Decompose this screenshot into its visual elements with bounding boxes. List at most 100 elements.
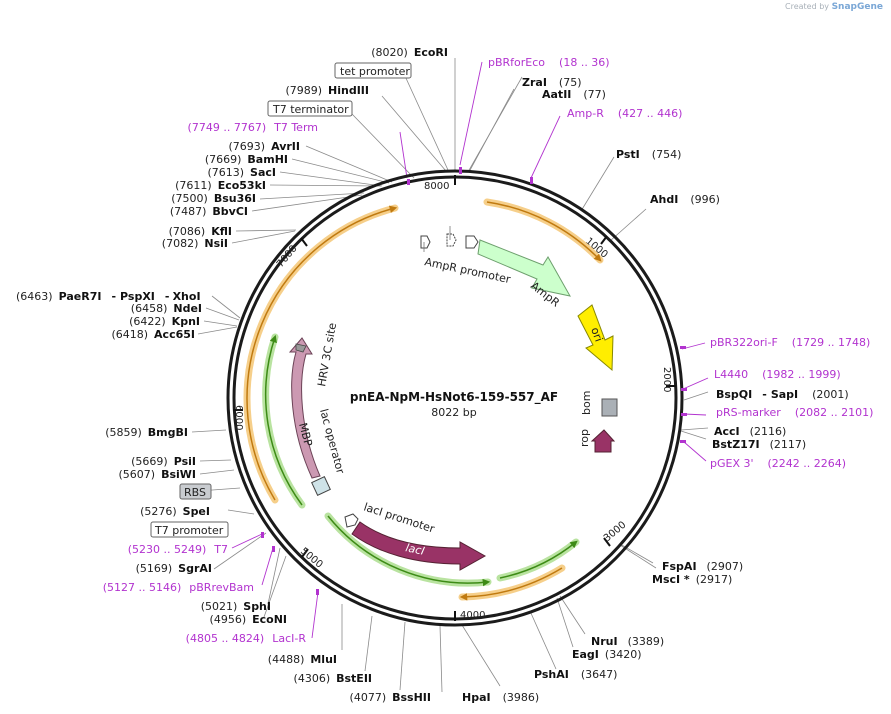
site-name-sgrai: SgrAI <box>178 562 212 575</box>
site-pos: (4077) <box>350 691 387 704</box>
site-pos: (7500) <box>171 192 208 205</box>
primer-labels: pBRforEco(18 .. 36) Amp-R(427 .. 446) pB… <box>103 56 874 645</box>
site-name-ecori: EcoRI <box>414 46 448 59</box>
svg-text:(7669)BamHI: (7669)BamHI <box>205 153 288 166</box>
tick-label-4000: 4000 <box>460 610 485 621</box>
site-name-avrii: AvrII <box>271 140 300 153</box>
primer-name-pbrforeco: pBRforEco <box>488 56 545 69</box>
primer-name-t7-term: T7 Term <box>273 121 318 134</box>
svg-text:(5859)BmgBI: (5859)BmgBI <box>105 426 188 439</box>
site-name-aatii: AatII <box>542 88 571 101</box>
svg-text:(4956)EcoNI: (4956)EcoNI <box>210 613 287 626</box>
mbp-shape <box>288 337 321 479</box>
svg-text:(6422)KpnI: (6422)KpnI <box>129 315 200 328</box>
svg-text:(4805 .. 4824)LacI-R: (4805 .. 4824) LacI-R <box>186 632 307 645</box>
tick-label-8000: 8000 <box>424 181 449 192</box>
primer-name-pbr322ori-f: pBR322ori-F <box>710 336 778 349</box>
primer-name-l4440: L4440 <box>714 368 748 381</box>
svg-text:(6418)Acc65I: (6418)Acc65I <box>111 328 195 341</box>
rop-label: rop <box>578 429 591 447</box>
lac-operator-label: lac operator <box>317 407 347 475</box>
site-name-sphi: SphI <box>243 600 271 613</box>
site-pos: (2907) <box>707 560 744 573</box>
site-pos: (2117) <box>770 438 807 451</box>
site-pos: (7611) <box>175 179 212 192</box>
primer-range: (2082 .. 2101) <box>795 406 874 419</box>
svg-text:(4488)MluI: (4488)MluI <box>268 653 337 666</box>
tet-promoter-label: tet promoter <box>340 65 410 78</box>
site-pos: (4306) <box>294 672 331 685</box>
svg-text:(7611)Eco53kI: (7611)Eco53kI <box>175 179 266 192</box>
site-name-eagi: EagI <box>572 648 599 661</box>
site-name-acci: AccI <box>714 425 740 438</box>
primer-range: (7749 .. 7767) <box>188 121 267 134</box>
site-name-psii: PsiI <box>174 455 196 468</box>
mbp-label: MBP <box>296 421 315 448</box>
primer-leaders <box>231 61 709 639</box>
site-pos: (2116) <box>750 425 787 438</box>
svg-text:L4440(1982 .. 1999): L4440 (1982 .. 1999) <box>714 368 841 381</box>
site-pos: (4956) <box>210 613 247 626</box>
site-pos: (6463) <box>16 290 53 303</box>
svg-text:AhdI(996): AhdI(996) <box>650 193 720 206</box>
site-pos: (5169) <box>136 562 173 575</box>
snapgene-credit: Created by SnapGene <box>785 2 883 12</box>
primer-range: (4805 .. 4824) <box>186 632 265 645</box>
svg-text:FspAI(2907): FspAI (2907) <box>662 560 743 573</box>
site-name-mlui: MluI <box>310 653 337 666</box>
plasmid-size: 8022 bp <box>431 406 476 419</box>
svg-text:(7693)AvrII: (7693)AvrII <box>229 140 300 153</box>
plasmid-name: pnEA-NpM-HsNot6-159-557_AF <box>350 390 558 405</box>
svg-text:AccI(2116): AccI (2116) <box>714 425 786 438</box>
leader-lines <box>184 58 709 693</box>
primer-name-laci-r: LacI-R <box>272 632 306 645</box>
site-name-bstz17i: BstZ17I <box>712 438 760 451</box>
svg-text:pBR322ori-F(1729 .. 1748): pBR322ori-F(1729 .. 1748) <box>710 336 870 349</box>
site-name-bmgbi: BmgBI <box>148 426 188 439</box>
svg-text:PshAI(3647): PshAI(3647) <box>534 668 617 681</box>
site-name-bsshii: BssHII <box>392 691 431 704</box>
hrv-label: HRV 3C site <box>315 322 339 388</box>
svg-text:(5021)SphI: (5021)SphI <box>201 600 271 613</box>
ampr-gene-shape <box>477 239 571 297</box>
svg-text:(7500)Bsu36I: (7500)Bsu36I <box>171 192 256 205</box>
site-name-nsii: NsiI <box>204 237 228 250</box>
site-name-bsiwi: BsiWI <box>161 468 196 481</box>
primer-range: (1982 .. 1999) <box>762 368 841 381</box>
primer-name-pbrrevbam: pBRrevBam <box>189 581 254 594</box>
tick-label-6000: 6000 <box>233 405 244 430</box>
site-name-hindiii: HindIII <box>328 84 369 97</box>
svg-text:(5127 .. 5146)pBRrevBam: (5127 .. 5146) pBRrevBam <box>103 581 254 594</box>
svg-text:(5169)SgrAI: (5169) SgrAI <box>136 562 212 575</box>
site-pos: (7989) <box>285 84 322 97</box>
rbs-box <box>179 483 212 500</box>
svg-text:pGEX 3'(2242 .. 2264): pGEX 3'(2242 .. 2264) <box>710 457 846 470</box>
site-pos: (5669) <box>131 455 168 468</box>
primer-name-ampr: Amp-R <box>567 107 604 120</box>
site-pos: (754) <box>652 148 682 161</box>
site-name-fspai: FspAI <box>662 560 697 573</box>
primer-range: (2242 .. 2264) <box>768 457 847 470</box>
primer-range: (5127 .. 5146) <box>103 581 182 594</box>
svg-text:HpaI(3986): HpaI(3986) <box>462 691 539 704</box>
svg-text:(5607)BsiWI: (5607) BsiWI <box>118 468 196 481</box>
svg-text:ZraI(75): ZraI(75) <box>522 76 582 89</box>
green-arcs <box>262 333 580 587</box>
site-name-ndei: NdeI <box>173 302 202 315</box>
site-pos: (8020) <box>371 46 408 59</box>
site-name-psti: PstI <box>616 148 640 161</box>
rop-shape <box>590 429 616 453</box>
site-pos: (5607) <box>118 468 155 481</box>
ori-label: ori <box>588 326 605 344</box>
primer-range: (427 .. 446) <box>618 107 683 120</box>
site-name-zrai: ZraI <box>522 76 547 89</box>
site-name-acc65i: Acc65I <box>154 328 195 341</box>
site-name-saci: SacI <box>250 166 276 179</box>
site-pos: (7082) <box>162 237 199 250</box>
site-name-pspxi: PspXI <box>120 290 155 303</box>
site-pos: (3647) <box>581 668 618 681</box>
site-name-spei: SpeI <box>183 505 210 518</box>
site-pos: (3986) <box>503 691 540 704</box>
svg-text:(6463)PaeR7I-PspXI-XhoI: (6463)PaeR7I-PspXI-XhoI <box>16 290 201 303</box>
svg-text:(5669)PsiI: (5669) PsiI <box>131 455 196 468</box>
